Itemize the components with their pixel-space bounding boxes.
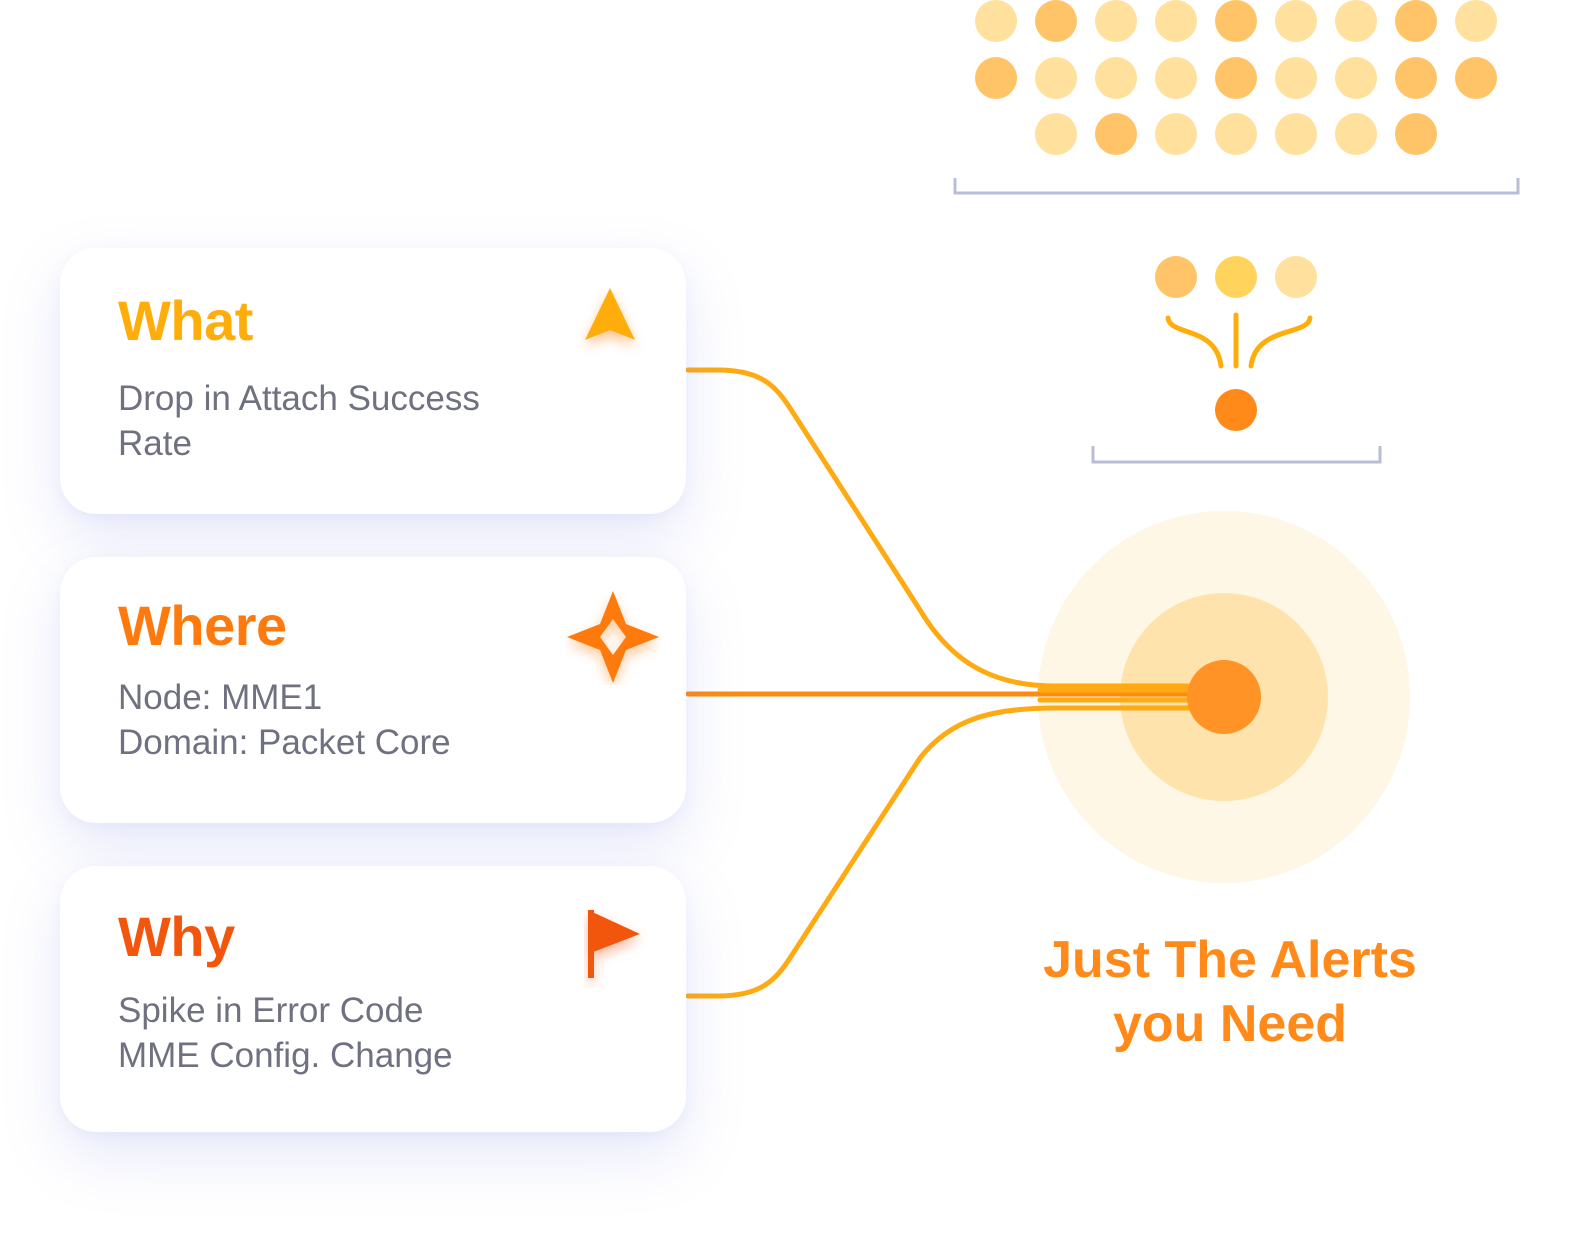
alert-dot — [1275, 57, 1317, 99]
merge-dot — [1275, 256, 1317, 298]
alert-dot — [1275, 0, 1317, 42]
alert-dot — [1395, 113, 1437, 155]
connector-what — [685, 367, 1195, 689]
alert-dot — [1095, 113, 1137, 155]
card-line: Spike in Error Code — [118, 991, 424, 1030]
connector-lines — [685, 367, 1195, 999]
card-line: Rate — [118, 424, 192, 463]
alert-dot — [975, 57, 1017, 99]
alert-dot — [1035, 0, 1077, 42]
card-what: What Drop in Attach Success Rate — [60, 248, 686, 514]
navigation-arrow-icon — [580, 282, 660, 362]
card-description: Spike in Error Code MME Config. Change — [118, 988, 453, 1078]
alert-dot — [1335, 0, 1377, 42]
alert-dot-grid — [975, 0, 1497, 155]
card-description: Node: MME1 Domain: Packet Core — [118, 675, 451, 765]
card-line: MME Config. Change — [118, 1036, 453, 1075]
alert-dot — [1455, 0, 1497, 42]
compass-star-icon — [565, 589, 661, 685]
merge-line-left — [1165, 315, 1224, 369]
card-line: Node: MME1 — [118, 678, 323, 717]
tagline: Just The Alerts you Need — [1000, 928, 1460, 1056]
alert-dot — [1215, 57, 1257, 99]
alert-dot — [1035, 57, 1077, 99]
alert-dot — [1095, 0, 1137, 42]
alert-dot — [1395, 0, 1437, 42]
card-why: Why Spike in Error Code MME Config. Chan… — [60, 866, 686, 1132]
card-line: Domain: Packet Core — [118, 723, 451, 762]
alert-dot — [1395, 57, 1437, 99]
merge-dot — [1215, 256, 1257, 298]
card-line: Drop in Attach Success — [118, 379, 480, 418]
alert-dot — [1155, 0, 1197, 42]
tagline-line: you Need — [1112, 995, 1348, 1053]
top-bracket — [953, 178, 1520, 195]
merge-dot — [1155, 256, 1197, 298]
alert-dot — [1035, 113, 1077, 155]
merge-line-right — [1248, 315, 1313, 369]
merged-alert-dot — [1215, 389, 1257, 431]
card-title: Where — [118, 594, 287, 657]
alert-dot — [1215, 0, 1257, 42]
lower-bracket — [1091, 446, 1382, 464]
alert-dot — [1275, 113, 1317, 155]
card-where: Where Node: MME1 Domain: Packet Core — [60, 557, 686, 823]
alert-dot — [1455, 57, 1497, 99]
flag-icon — [584, 908, 664, 988]
card-description: Drop in Attach Success Rate — [118, 376, 480, 466]
alert-dot — [1335, 113, 1377, 155]
card-title: Why — [118, 905, 235, 968]
connector-why — [685, 705, 1195, 999]
card-title: What — [118, 289, 253, 352]
merge-group — [1155, 256, 1317, 431]
tagline-line: Just The Alerts — [1043, 931, 1417, 989]
alert-dot — [1155, 113, 1197, 155]
alert-dot — [1155, 57, 1197, 99]
alert-dot — [975, 0, 1017, 42]
alert-dot — [1095, 57, 1137, 99]
alert-dot — [1335, 57, 1377, 99]
alert-dot — [1215, 113, 1257, 155]
alert-target-core — [1187, 660, 1261, 734]
